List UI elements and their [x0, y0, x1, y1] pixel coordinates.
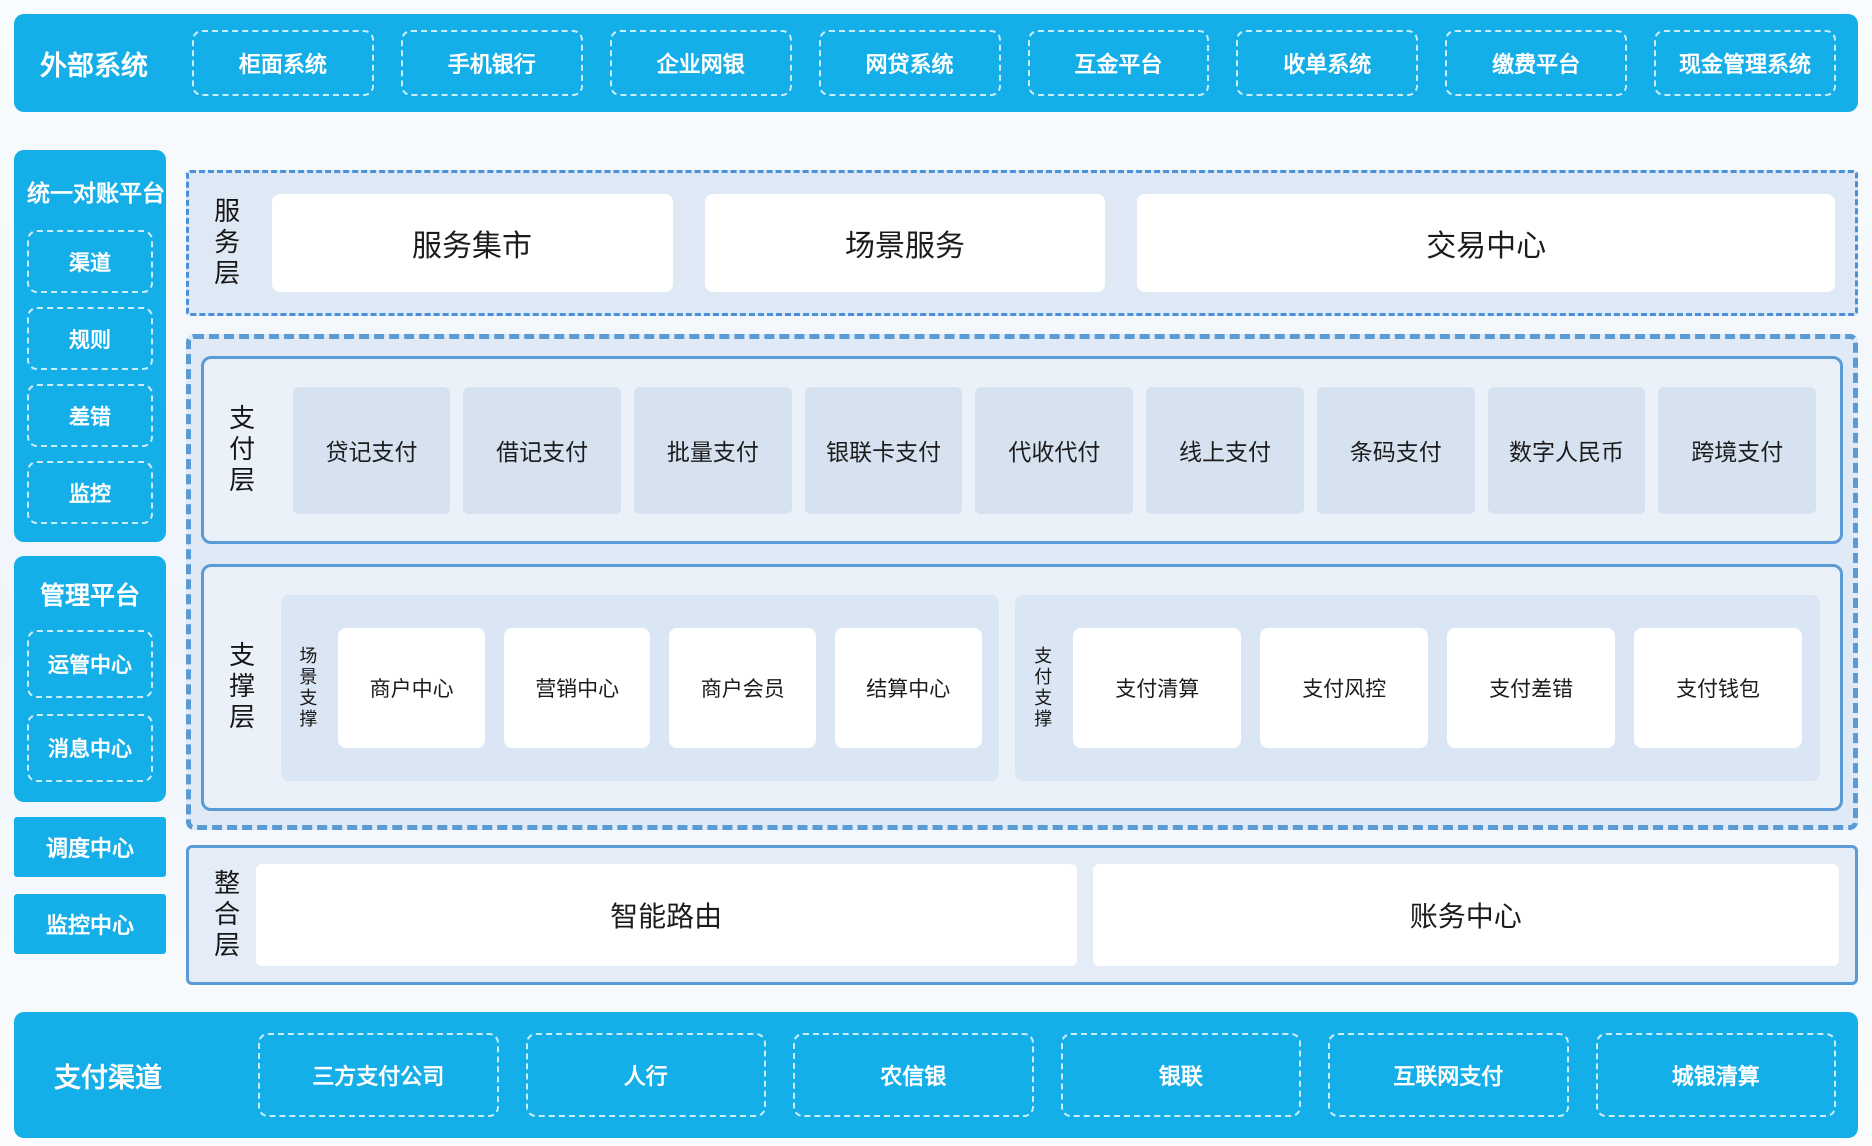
- payment-support-boxes: 支付清算 支付风控 支付差错 支付钱包: [1073, 627, 1803, 748]
- management-platform-title: 管理平台: [39, 582, 140, 610]
- payment-box: 贷记支付: [292, 386, 451, 514]
- support-box: 支付清算: [1073, 627, 1242, 748]
- service-box: 服务集市: [271, 194, 673, 292]
- payment-channel-items: 三方支付公司 人行 农信银 银联 互联网支付 城银清算: [258, 1033, 1836, 1117]
- support-layer-label: 支撑层: [225, 641, 256, 734]
- reconciliation-item: 渠道: [27, 230, 153, 293]
- support-groups: 场景支撑 商户中心 营销中心 商户会员 结算中心 支付支撑 支付清算: [280, 594, 1820, 781]
- left-sidebar: 统一对账平台 渠道 规则 差错 监控 管理平台 运管中心 消息中心 调度中心 监…: [14, 148, 166, 1012]
- reconciliation-platform-panel: 统一对账平台 渠道 规则 差错 监控: [14, 150, 166, 542]
- service-layer-label: 服务层: [210, 196, 241, 290]
- payment-layer-label: 支付层: [225, 403, 256, 497]
- payment-support-label: 支付支撑: [1032, 645, 1053, 730]
- reconciliation-item: 监控: [27, 461, 153, 524]
- scene-support-boxes: 商户中心 营销中心 商户会员 结算中心: [338, 627, 982, 748]
- payment-box: 跨境支付: [1658, 386, 1817, 514]
- external-system-box: 企业网银: [609, 30, 792, 96]
- monitor-center-block: 监控中心: [14, 894, 166, 954]
- external-systems-title: 外部系统: [40, 50, 148, 81]
- reconciliation-platform-title: 统一对账平台: [27, 180, 165, 206]
- payment-box: 代收代付: [975, 386, 1134, 514]
- management-platform-panel: 管理平台 运管中心 消息中心: [14, 556, 166, 802]
- payment-boxes: 贷记支付 借记支付 批量支付 银联卡支付 代收代付 线上支付 条码支付 数字人民…: [292, 386, 1817, 514]
- integration-layer: 整合层 智能路由 账务中心: [186, 845, 1858, 985]
- external-systems-banner: 外部系统 柜面系统 手机银行 企业网银 网贷系统 互金平台 收单系统 缴费平台 …: [14, 14, 1858, 112]
- payment-channel-box: 农信银: [793, 1033, 1034, 1117]
- external-system-box: 缴费平台: [1445, 30, 1628, 96]
- scene-support-group: 场景支撑 商户中心 营销中心 商户会员 结算中心: [280, 594, 1000, 781]
- payment-box: 条码支付: [1316, 386, 1475, 514]
- external-system-box: 柜面系统: [192, 30, 374, 96]
- payment-support-frame: 支付层 贷记支付 借记支付 批量支付 银联卡支付 代收代付 线上支付 条码支付 …: [186, 334, 1858, 830]
- external-system-box: 收单系统: [1236, 30, 1419, 96]
- dispatch-center-block: 调度中心: [14, 817, 166, 877]
- integration-box: 账务中心: [1092, 864, 1839, 966]
- service-layer: 服务层 服务集市 场景服务 交易中心: [186, 170, 1858, 316]
- support-box: 支付差错: [1447, 627, 1616, 748]
- external-system-box: 网贷系统: [818, 30, 1001, 96]
- payment-channel-box: 人行: [525, 1033, 766, 1117]
- support-box: 商户中心: [338, 627, 485, 748]
- external-system-box: 手机银行: [400, 30, 583, 96]
- service-box: 交易中心: [1137, 194, 1835, 292]
- support-box: 结算中心: [834, 627, 982, 748]
- payment-support-group: 支付支撑 支付清算 支付风控 支付差错 支付钱包: [1015, 594, 1820, 781]
- payment-box: 批量支付: [634, 386, 792, 514]
- service-box: 场景服务: [704, 194, 1106, 292]
- payment-channel-box: 城银清算: [1595, 1033, 1836, 1117]
- diagram-body: 统一对账平台 渠道 规则 差错 监控 管理平台 运管中心 消息中心 调度中心 监…: [14, 148, 1858, 1012]
- reconciliation-item: 差错: [27, 384, 153, 447]
- payment-box: 借记支付: [463, 386, 622, 514]
- support-layer: 支撑层 场景支撑 商户中心 营销中心 商户会员 结算中心: [201, 564, 1843, 811]
- payment-channel-box: 三方支付公司: [258, 1033, 499, 1117]
- management-item: 运管中心: [27, 630, 153, 698]
- external-system-box: 现金管理系统: [1654, 30, 1836, 96]
- payment-layer: 支付层 贷记支付 借记支付 批量支付 银联卡支付 代收代付 线上支付 条码支付 …: [201, 356, 1843, 544]
- integration-layer-label: 整合层: [210, 868, 241, 962]
- support-box: 支付风控: [1260, 627, 1429, 748]
- management-item: 消息中心: [27, 714, 153, 782]
- layer-stack: 服务层 服务集市 场景服务 交易中心 支付层 贷记支付 借记支付 批量支付 银联…: [186, 148, 1858, 1012]
- payment-box: 数字人民币: [1487, 386, 1646, 514]
- payment-channels-banner: 支付渠道 三方支付公司 人行 农信银 银联 互联网支付 城银清算: [14, 1012, 1858, 1138]
- external-systems-items: 柜面系统 手机银行 企业网银 网贷系统 互金平台 收单系统 缴费平台 现金管理系…: [192, 30, 1836, 96]
- payment-channels-title: 支付渠道: [54, 1062, 162, 1093]
- reconciliation-item: 规则: [27, 307, 153, 370]
- support-box: 营销中心: [503, 627, 651, 748]
- payment-box: 银联卡支付: [804, 386, 963, 514]
- payment-channel-box: 互联网支付: [1328, 1033, 1569, 1117]
- payment-channel-box: 银联: [1060, 1033, 1301, 1117]
- support-box: 支付钱包: [1634, 627, 1803, 748]
- integration-box: 智能路由: [255, 864, 1077, 966]
- scene-support-label: 场景支撑: [297, 645, 318, 730]
- external-system-box: 互金平台: [1027, 30, 1210, 96]
- payment-box: 线上支付: [1146, 386, 1304, 514]
- support-box: 商户会员: [669, 627, 816, 748]
